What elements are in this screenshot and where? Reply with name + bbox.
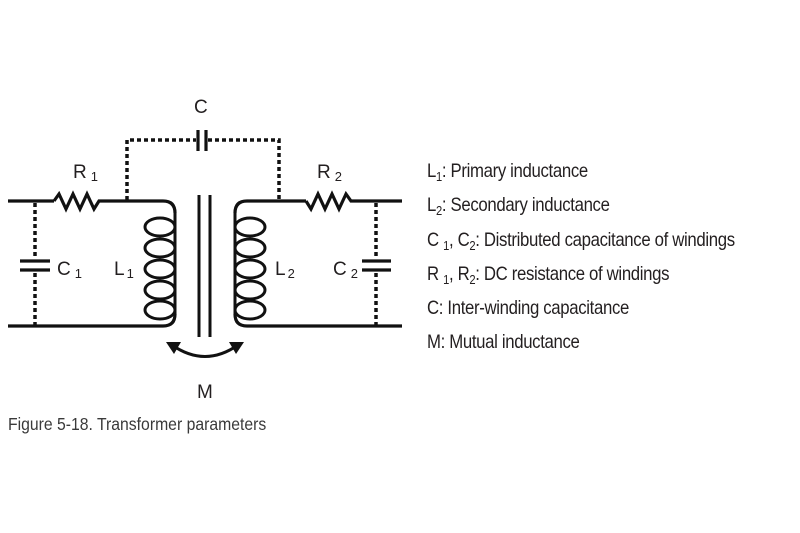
primary-top-wire-right (103, 199, 177, 214)
legend-item-l1: L1: Primary inductance (427, 160, 588, 184)
secondary-top-wire-left (233, 199, 306, 214)
label-m: M (197, 382, 213, 403)
mutual-inductance-arrow (166, 342, 244, 358)
secondary-bottom-wire (233, 313, 402, 328)
capacitor-c2 (362, 259, 391, 272)
transformer-core (197, 195, 212, 337)
figure-caption: Figure 5-18. Transformer parameters (8, 414, 267, 434)
capacitor-c1 (20, 259, 50, 272)
legend-item-l2: L2: Secondary inductance (427, 194, 610, 219)
legend-item-r1-r2: R 1, R2: DC resistance of windings (427, 262, 670, 287)
label-c: C (194, 97, 208, 118)
c-dashed-lead-left (125, 138, 196, 200)
capacitor-c (196, 130, 208, 151)
resistor-r1 (52, 190, 103, 213)
primary-bottom-wire (8, 313, 177, 328)
legend-item-c1-c2: C 1, C2: Distributed capacitance of wind… (427, 228, 735, 253)
inductor-l1 (143, 213, 177, 321)
legend-item-c: C: Inter-winding capacitance (427, 297, 629, 320)
legend-item-m: M: Mutual inductance (427, 331, 580, 354)
legend: L1: Primary inductance L2: Secondary ind… (427, 157, 785, 363)
resistor-r2 (304, 190, 355, 213)
c-dashed-lead-right (208, 138, 281, 200)
inductor-l2 (233, 213, 267, 321)
